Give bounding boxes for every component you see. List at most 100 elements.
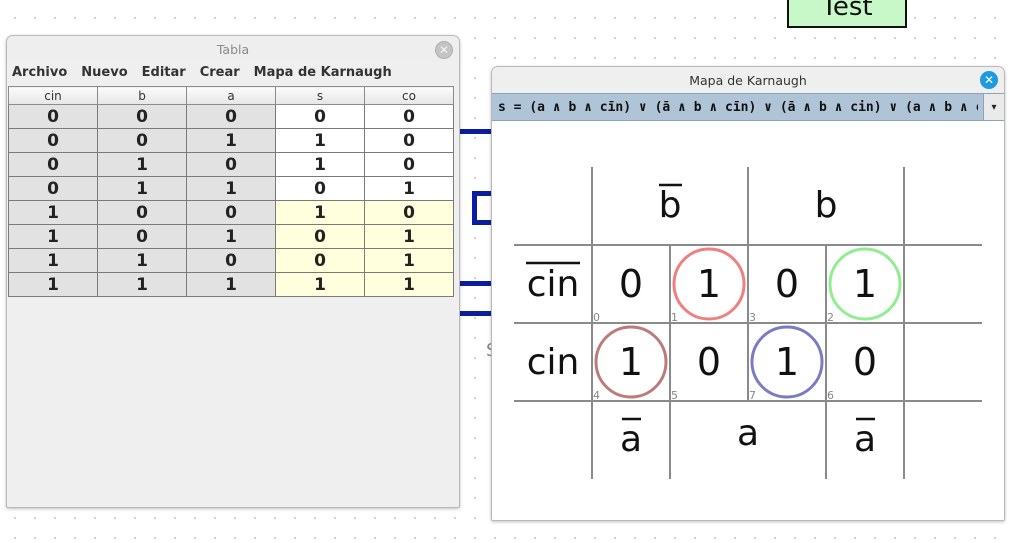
- kmap-cell-value: 0: [775, 262, 799, 306]
- column-header-co[interactable]: co: [364, 86, 454, 105]
- expression-literal: a: [912, 99, 921, 115]
- menu-item-archivo[interactable]: Archivo: [12, 64, 68, 80]
- row-header-cin-bar: cin: [527, 264, 580, 305]
- table-cell-s[interactable]: 0: [275, 176, 365, 201]
- expression-selector[interactable]: s = (a ∧ b̄ ∧ cīn) ∨ (ā ∧ b ∧ cīn) ∨ (ā …: [492, 93, 1004, 121]
- expression-text: s = (a ∧ b̄ ∧ cīn) ∨ (ā ∧ b ∧ cīn) ∨ (ā …: [492, 100, 978, 115]
- table-cell-cin: 0: [8, 152, 98, 177]
- column-header-cin[interactable]: cin: [8, 86, 98, 105]
- table-cell-co[interactable]: 0: [364, 104, 454, 129]
- bottom-header-a-bar-left: a: [620, 419, 642, 460]
- table-cell-b: 0: [97, 224, 187, 249]
- kmap-cell-value: 1: [853, 262, 877, 306]
- tabla-close-button[interactable]: ✕: [435, 41, 453, 59]
- table-cell-s[interactable]: 1: [275, 272, 365, 297]
- table-cell-s[interactable]: 1: [275, 128, 365, 153]
- column-header-s[interactable]: s: [275, 86, 365, 105]
- table-cell-cin: 0: [8, 104, 98, 129]
- expression-literal: b̄: [818, 99, 827, 115]
- table-cell-b: 1: [97, 152, 187, 177]
- expression-literal: cin: [850, 99, 874, 115]
- kmap-cell-index: 1: [671, 311, 678, 324]
- table-cell-b: 0: [97, 128, 187, 153]
- kmap-cell-value: 1: [619, 340, 643, 384]
- karnaugh-title: Mapa de Karnaugh: [689, 72, 807, 88]
- kmap-cell-index: 4: [593, 389, 600, 402]
- table-cell-a: 1: [186, 272, 276, 297]
- tabla-menubar: Archivo Nuevo Editar Crear Mapa de Karnaugh: [7, 62, 459, 82]
- karnaugh-close-button[interactable]: ✕: [980, 71, 998, 89]
- table-cell-a: 1: [186, 128, 276, 153]
- expression-literal: ā: [662, 99, 671, 115]
- circuit-wire: [458, 311, 492, 316]
- table-cell-a: 0: [186, 104, 276, 129]
- menu-item-editar[interactable]: Editar: [141, 64, 186, 80]
- table-cell-co[interactable]: 1: [364, 272, 454, 297]
- kmap-cell-value: 1: [697, 262, 721, 306]
- menu-item-crear[interactable]: Crear: [199, 64, 240, 80]
- circuit-wire: [458, 281, 492, 286]
- col-header-b: b: [815, 185, 838, 226]
- table-cell-co[interactable]: 0: [364, 128, 454, 153]
- close-icon: ✕: [438, 43, 450, 57]
- expression-literal: cīn: [725, 99, 749, 115]
- table-cell-co[interactable]: 1: [364, 248, 454, 273]
- table-cell-co[interactable]: 1: [364, 176, 454, 201]
- table-cell-cin: 1: [8, 248, 98, 273]
- circuit-wire: [472, 191, 492, 196]
- tabla-titlebar[interactable]: Tabla ✕: [7, 36, 459, 62]
- tabla-title: Tabla: [216, 41, 250, 57]
- table-cell-co[interactable]: 1: [364, 224, 454, 249]
- menu-item-mapa-de-karnaugh[interactable]: Mapa de Karnaugh: [253, 64, 392, 80]
- expression-lhs: s: [498, 99, 506, 115]
- kmap-cell-value: 0: [697, 340, 721, 384]
- expression-literal: a: [537, 99, 545, 115]
- kmap-cell-index: 3: [749, 311, 756, 324]
- table-cell-s[interactable]: 1: [275, 152, 365, 177]
- group-circle: [750, 325, 824, 399]
- table-cell-co[interactable]: 0: [364, 200, 454, 225]
- kmap-cell-value: 1: [775, 340, 799, 384]
- group-circle: [672, 247, 746, 321]
- kmap-cell-value: 0: [619, 262, 643, 306]
- table-cell-a: 1: [186, 224, 276, 249]
- bottom-header-a-bar-right: a: [854, 419, 876, 460]
- kmap-cell-index: 0: [593, 311, 600, 324]
- table-cell-a: 0: [186, 248, 276, 273]
- kmap-cell-index: 6: [827, 389, 834, 402]
- test-component[interactable]: Test: [787, 0, 907, 28]
- table-cell-s[interactable]: 0: [275, 224, 365, 249]
- group-circle: [594, 325, 668, 399]
- table-cell-b: 1: [97, 272, 187, 297]
- table-cell-s[interactable]: 0: [275, 248, 365, 273]
- tabla-window[interactable]: Tabla ✕ Archivo Nuevo Editar Crear Mapa de K…: [6, 35, 460, 508]
- table-cell-s[interactable]: 0: [275, 104, 365, 129]
- kmap-cell-index: 2: [827, 311, 834, 324]
- expression-literal: b: [944, 99, 953, 115]
- test-label: Test: [821, 0, 873, 22]
- table-cell-b: 0: [97, 104, 187, 129]
- column-header-b[interactable]: b: [97, 86, 187, 105]
- table-cell-cin: 1: [8, 200, 98, 225]
- expression-dropdown-button[interactable]: ▾: [983, 94, 1004, 120]
- table-cell-co[interactable]: 0: [364, 152, 454, 177]
- table-cell-s[interactable]: 1: [275, 200, 365, 225]
- karnaugh-titlebar[interactable]: Mapa de Karnaugh ✕: [492, 67, 1004, 93]
- menu-item-nuevo[interactable]: Nuevo: [81, 64, 128, 80]
- table-cell-a: 0: [186, 200, 276, 225]
- kmap-cell-index: 5: [671, 389, 678, 402]
- karnaugh-window[interactable]: Mapa de Karnaugh ✕ s = (a ∧ b̄ ∧ cīn) ∨ …: [491, 66, 1005, 521]
- column-header-a[interactable]: a: [186, 86, 276, 105]
- table-cell-cin: 0: [8, 128, 98, 153]
- expression-literal: cīn: [599, 99, 624, 115]
